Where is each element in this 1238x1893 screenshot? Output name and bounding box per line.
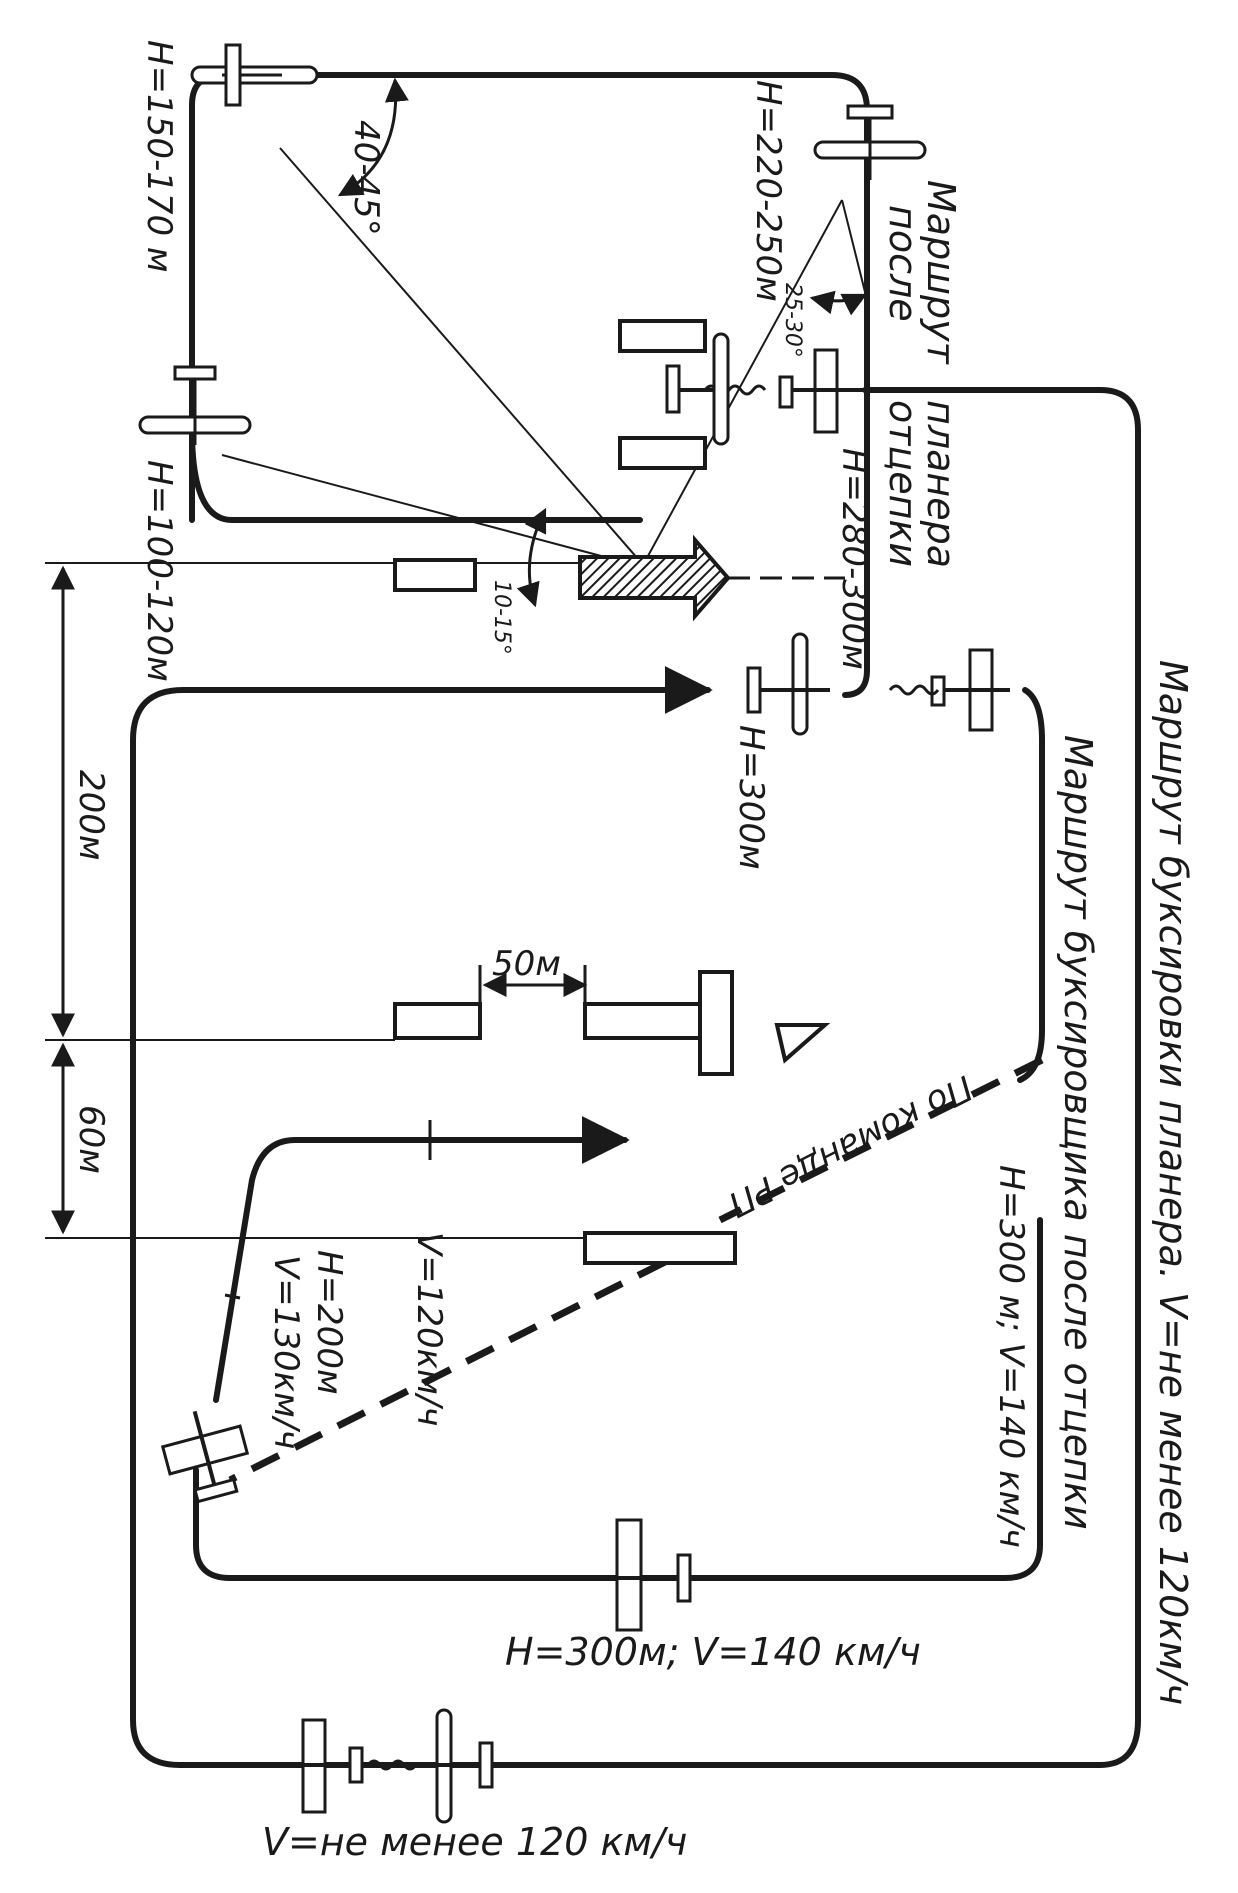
tow-plane-icon (290, 1718, 364, 1814)
glider-icon (190, 43, 319, 107)
label-v-min-120-bottom: V=не менее 120 км/ч (262, 1820, 687, 1864)
label-h-280-300: Н=280-300м (834, 448, 874, 670)
ground-bar-bottom (583, 1231, 737, 1265)
tow-plane-icon (930, 648, 1010, 732)
label-route-after-release-1: Маршрут (919, 180, 963, 366)
tug-route-after-release (1017, 687, 1045, 1083)
label-tug-route: Маршрут буксировщика после отцепки (1056, 735, 1100, 1530)
label-route-after-release-3: после (881, 205, 925, 322)
glider-icon (138, 365, 252, 445)
label-dist-60: 60м (71, 1105, 111, 1174)
label-h-100-120: Н=100-120м (139, 460, 179, 682)
start-marker-box (393, 558, 477, 592)
label-h-200: Н=200м (309, 1250, 349, 1395)
label-v-120: V=120км/ч (409, 1232, 449, 1426)
glider-route-after-release (189, 72, 870, 698)
label-dist-200: 200м (71, 770, 111, 861)
glider-tow-route (130, 387, 1141, 1768)
landing-direction-arrow-icon (578, 534, 731, 622)
label-tow-route: Маршрут буксировки планера. V=не менее 1… (1151, 660, 1195, 1705)
label-angle-25-30: 25-30° (780, 283, 805, 358)
tug-route-on-command (228, 1056, 1044, 1484)
label-route-after-release-2: планера (919, 400, 963, 568)
glider-icon (665, 332, 730, 446)
glider-icon (746, 632, 830, 736)
tug-approach-path (213, 1116, 630, 1403)
label-dist-50: 50м (492, 944, 561, 984)
ground-bar-upper (618, 319, 707, 353)
glider-landing-path (189, 427, 643, 523)
label-h-300-v-140-side: Н=300 м; V=140 км/ч (991, 1165, 1031, 1548)
tow-plane-icon (160, 1410, 250, 1504)
label-route-after-release-4: отцепки (881, 400, 925, 567)
label-h-300: Н=300м (731, 725, 771, 870)
glider-icon (420, 1708, 494, 1824)
landing-t-icon (393, 970, 734, 1076)
label-h-220-250: Н=220-250м (748, 80, 788, 302)
ground-bar-lower (618, 436, 707, 470)
label-angle-10-15: 10-15° (489, 580, 514, 655)
glider-icon (813, 104, 927, 180)
label-on-command: По команде РП (722, 1067, 979, 1225)
label-v-130: V=130км/ч (266, 1255, 306, 1449)
triangle-marker-icon (774, 1023, 831, 1064)
label-h-300-v-140-bottom: Н=300м; V=140 км/ч (505, 1630, 921, 1674)
label-h-150-170: Н=150-170 м (139, 40, 179, 273)
tow-plane-icon (605, 1518, 692, 1632)
tow-plane-icon (778, 348, 865, 434)
label-angle-40-45: 40-45° (346, 120, 386, 236)
